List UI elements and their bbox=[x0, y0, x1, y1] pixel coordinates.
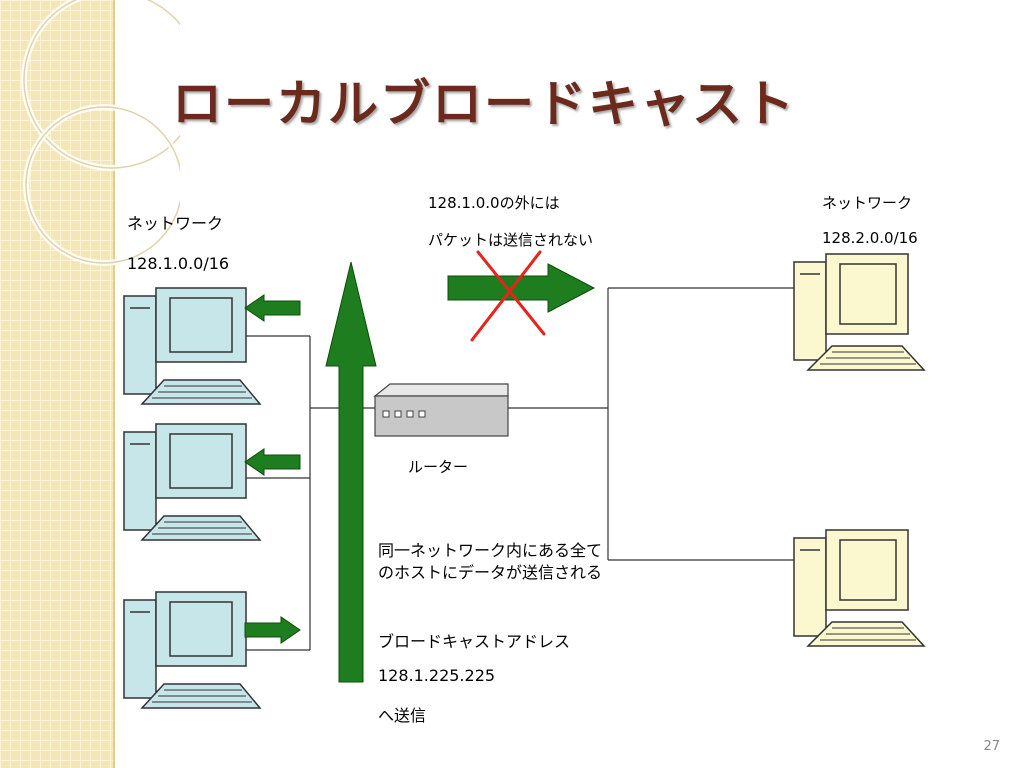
broadcast-note: 同一ネットワーク内にある全てのホストにデータが送信される bbox=[378, 541, 603, 582]
broadcast-address: 128.1.225.225 bbox=[378, 666, 496, 685]
network-wires bbox=[240, 287, 796, 651]
right-network-address: 128.2.0.0/16 bbox=[822, 229, 918, 247]
left-computer-icon-1 bbox=[123, 287, 261, 405]
outgoing-arrow-icon bbox=[244, 616, 301, 644]
left-network-label: ネットワーク bbox=[127, 214, 224, 233]
page-number: 27 bbox=[983, 739, 1000, 754]
broadcast-address-label: ブロードキャストアドレス bbox=[378, 632, 571, 651]
left-computer-icon-2 bbox=[123, 423, 261, 541]
blocked-note-line1: 128.1.0.0の外には bbox=[428, 194, 560, 212]
blocked-right-arrow-icon bbox=[447, 263, 596, 313]
right-network-label: ネットワーク bbox=[822, 194, 913, 212]
left-network-address: 128.1.0.0/16 bbox=[127, 254, 230, 273]
router-label: ルーター bbox=[408, 458, 469, 476]
incoming-arrow-icon-1 bbox=[244, 294, 301, 322]
slide-title: ローカルブロードキャスト bbox=[172, 75, 796, 133]
router-icon bbox=[373, 383, 509, 437]
broadcast-send-label: へ送信 bbox=[378, 706, 427, 725]
broadcast-up-arrow-icon bbox=[325, 261, 377, 683]
slide-left-band bbox=[0, 0, 113, 768]
slide-band-edge bbox=[113, 0, 115, 768]
right-computer-icon-2 bbox=[793, 529, 925, 647]
blocked-note-line2: パケットは送信されない bbox=[428, 231, 594, 249]
decorative-circles bbox=[21, 0, 180, 266]
incoming-arrow-icon-2 bbox=[244, 448, 301, 476]
left-computer-icon-3 bbox=[123, 591, 261, 709]
right-computer-icon-1 bbox=[793, 253, 925, 371]
cross-icon bbox=[470, 250, 546, 342]
